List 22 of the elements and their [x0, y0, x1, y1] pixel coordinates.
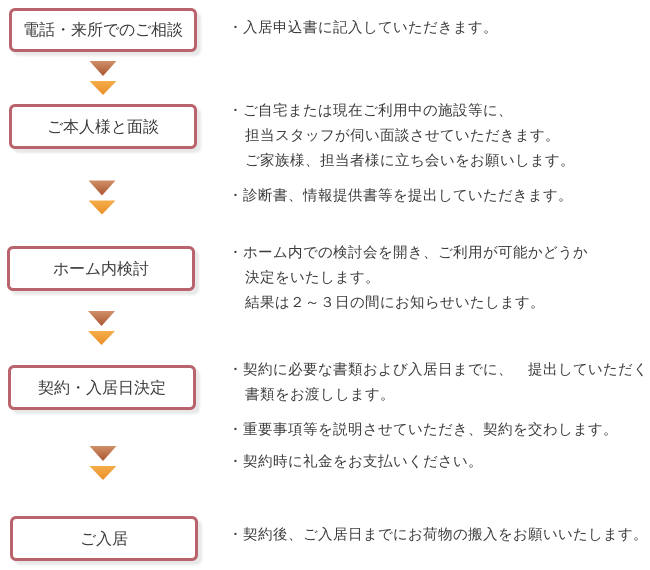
- step-note: ・診断書、情報提供書等を提出していただきます。: [228, 187, 573, 206]
- step-note: ・入居申込書に記入していただきます。: [228, 19, 498, 38]
- double-chevron-arrow: [88, 180, 116, 214]
- step-title: ホーム内検討: [53, 258, 149, 278]
- double-chevron-arrow: [90, 446, 116, 480]
- step-note: ・重要事項等を説明させていただき、契約を交わします。: [228, 420, 618, 440]
- step-note: ・契約時に礼金をお支払いください。: [228, 453, 483, 472]
- step-box: [9, 104, 197, 149]
- step-box: [9, 8, 197, 52]
- double-chevron-arrow: [88, 311, 115, 345]
- step-title: ご入居: [80, 528, 128, 548]
- step-note: ・契約後、ご入居日までにお荷物の搬入をお願いいたします。: [228, 526, 648, 545]
- step-box: [8, 365, 196, 410]
- double-chevron-arrow: [90, 61, 116, 95]
- step-box: [10, 516, 198, 561]
- step-note: ・ご自宅または現在ご利用中の施設等に、担当スタッフが伺い面談させていただきます。ご家族様、担当者様に立ち会いをお願いします。: [228, 102, 575, 171]
- step-title: 電話・来所でのご相談: [23, 20, 183, 40]
- step-note: ・ホーム内での検討会を開き、ご利用が可能かどうか決定をいたします。結果は２～３日の間にお知らせいたします。: [228, 244, 588, 313]
- step-note: ・契約に必要な書類および入居日までに、 提出していただく書類をお渡しします。: [228, 361, 648, 405]
- step-title: 契約・入居日決定: [38, 378, 166, 398]
- step-title: ご本人様と面談: [47, 116, 159, 136]
- step-box: [7, 246, 195, 291]
